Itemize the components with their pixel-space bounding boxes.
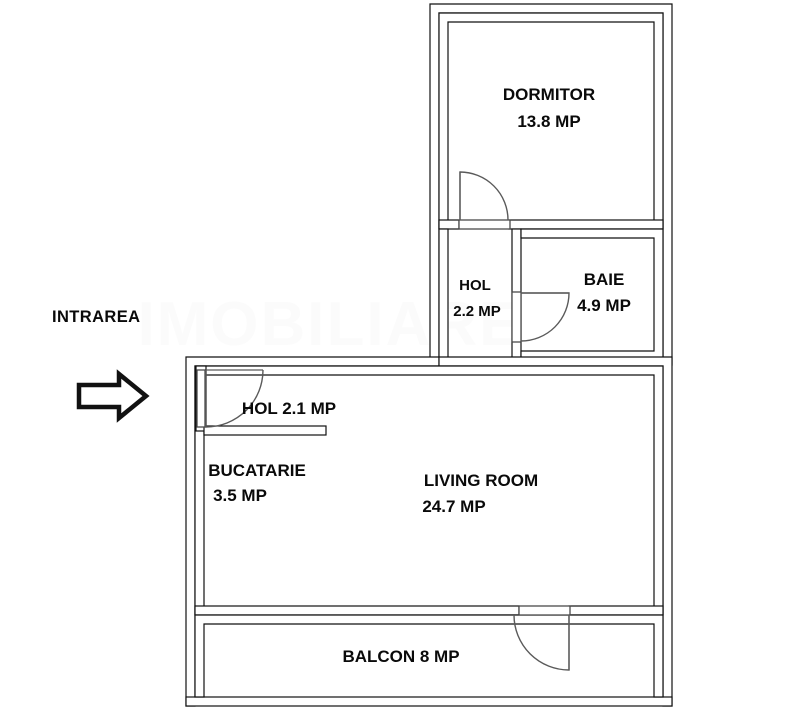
right-arrow-icon — [76, 369, 150, 423]
room-area-hol-main: 2.2 MP — [453, 303, 501, 320]
hol-left-wall — [438, 228, 449, 366]
entrance-label: INTRAREA — [52, 308, 140, 326]
dormitor-bottom-wall-left — [438, 219, 460, 230]
dormitor-door[interactable] — [458, 171, 511, 230]
living-balcony-divider-right — [568, 605, 664, 616]
entry-door-arc — [205, 369, 264, 428]
entry-door[interactable] — [196, 369, 264, 428]
entry-door-leaf — [196, 369, 206, 428]
room-name-hol-entry: HOL 2.1 MP — [242, 399, 336, 418]
room-name-balcon: BALCON 8 MP — [342, 647, 459, 666]
room-area-bucatarie: 3.5 MP — [213, 486, 267, 505]
dormitor-door-leaf — [458, 219, 511, 230]
room-area-living-room: 24.7 MP — [422, 497, 485, 516]
baie-door-arc — [520, 292, 570, 342]
lower-wing-top-right-exterior-wall — [438, 356, 673, 707]
plan-bottom-exterior-wall — [185, 696, 673, 707]
baie-door-leaf — [511, 291, 522, 343]
hol-bucatarie-divider-wall — [203, 425, 327, 436]
entry-arrow-marker — [76, 369, 150, 423]
baie-door[interactable] — [511, 291, 570, 343]
door-group — [196, 171, 571, 671]
balcony-door-leaf — [518, 605, 571, 616]
baie-walls — [520, 228, 664, 361]
living-balcony-divider-left — [194, 605, 520, 616]
room-area-dormitor: 13.8 MP — [517, 112, 580, 131]
balcony-door-arc — [513, 614, 570, 671]
dormitor-door-arc — [459, 171, 509, 221]
balcony-inner-walls — [194, 614, 664, 698]
room-name-living-room: LIVING ROOM — [424, 471, 538, 490]
watermark-text: IMOBILIARE — [137, 290, 522, 359]
room-name-dormitor: DORMITOR — [503, 85, 595, 104]
room-name-hol-main: HOL — [459, 277, 491, 294]
room-area-baie: 4.9 MP — [577, 296, 631, 315]
dormitor-bottom-wall-right — [508, 219, 664, 230]
room-name-baie: BAIE — [584, 270, 625, 289]
room-name-bucatarie: BUCATARIE — [208, 461, 306, 480]
balcony-door[interactable] — [513, 605, 571, 671]
